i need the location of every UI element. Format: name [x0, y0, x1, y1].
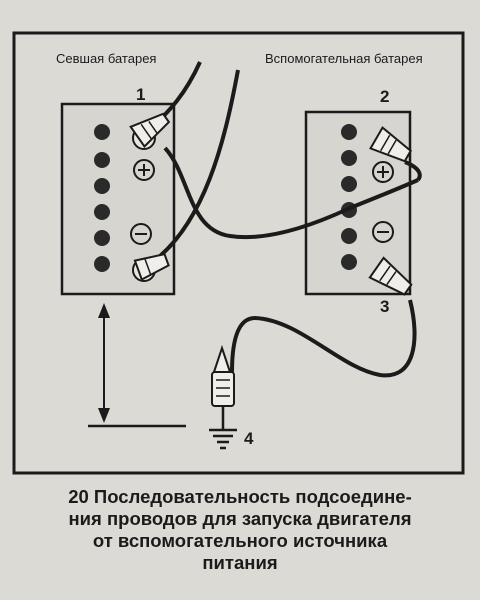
caption-line-1: 20 Последовательность подсоедине- [68, 486, 412, 507]
negative-cable [230, 299, 417, 378]
dead-battery-label: Севшая батарея [56, 51, 156, 66]
diagram-frame [12, 31, 465, 475]
clamp-1-dead-plus [129, 112, 171, 149]
dead-battery-cells [94, 124, 110, 272]
distance-arrow [88, 303, 186, 428]
clamp-dead-minus [133, 252, 170, 281]
cable-up-minus [148, 69, 240, 266]
dead-plus-sign [133, 159, 155, 181]
booster-battery-label: Вспомогательная батарея [265, 51, 423, 66]
caption-line-4: питания [202, 552, 278, 573]
figure-caption: 20 Последовательность подсоедине- ния пр… [20, 486, 460, 574]
booster-plus-sign [372, 161, 394, 183]
step-1-number: 1 [136, 85, 145, 104]
step-2-number: 2 [380, 87, 389, 106]
caption-line-3: от вспомогательного источника [92, 530, 388, 551]
dead-minus-sign [130, 223, 152, 245]
step-4-number: 4 [244, 429, 254, 448]
clamp-2-booster-plus [369, 126, 413, 163]
step-3-number: 3 [380, 297, 389, 316]
ground-symbol [209, 406, 237, 450]
positive-cable [163, 146, 419, 239]
positive-cable-end [404, 160, 422, 182]
clamp-3-booster-minus [368, 256, 413, 296]
booster-minus-sign [372, 221, 394, 243]
clamp-4-ground [211, 344, 235, 407]
caption-line-2: ния проводов для запуска двигателя [68, 508, 412, 529]
dead-battery [60, 102, 176, 296]
